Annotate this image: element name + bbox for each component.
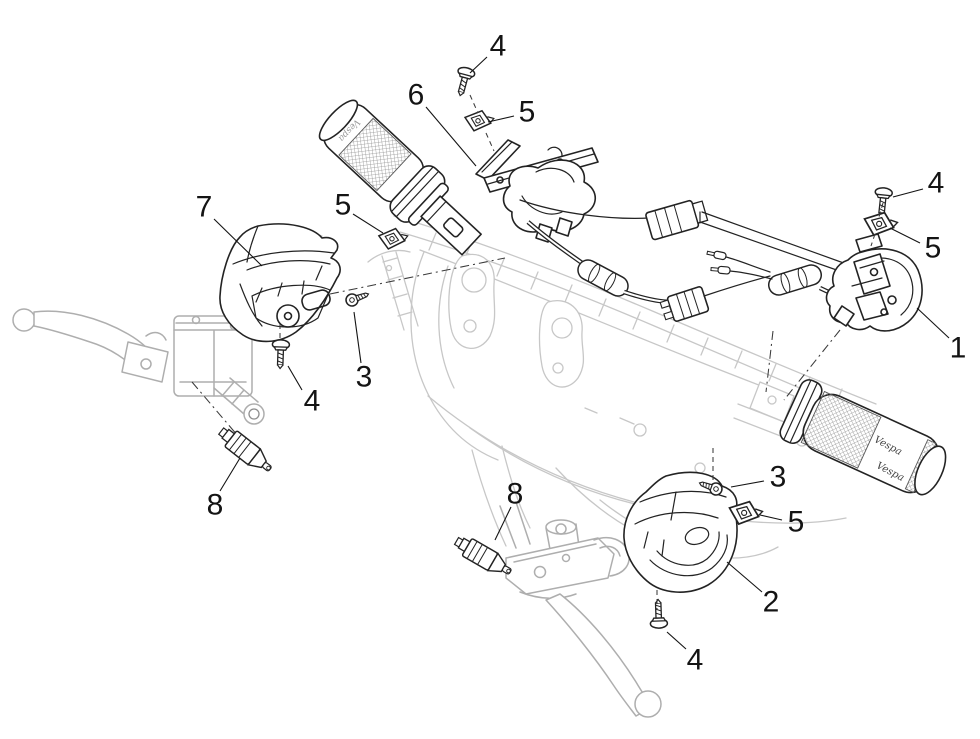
assembly-axis-line — [191, 381, 239, 437]
callout-leader-line — [352, 213, 384, 234]
callout-leader-line — [287, 365, 303, 391]
handlebar-cover-part7 — [219, 223, 341, 343]
cable-sheath — [573, 255, 633, 301]
callout-leader-line — [726, 561, 763, 593]
callout-number: 3 — [356, 361, 373, 394]
grip-knurl-texture — [800, 390, 882, 469]
callout-leader-line — [889, 227, 921, 244]
callout-number: 4 — [928, 167, 945, 200]
wiring-harness — [519, 199, 853, 322]
callout-leader-line — [353, 311, 362, 364]
callout-number: 7 — [196, 191, 213, 224]
callout-leader-line — [666, 631, 687, 650]
callout-number: 1 — [950, 332, 967, 365]
handlebar-cover-part2 — [623, 471, 738, 593]
callout-number: 4 — [304, 385, 321, 418]
callout-leader-line — [487, 115, 515, 123]
switch-cable — [519, 199, 651, 219]
cable-sheath — [765, 261, 825, 299]
light-switch-assembly-part6 — [475, 139, 599, 243]
front-brake-lever-assembly — [12, 308, 265, 437]
rear-brake-lever-assembly — [499, 501, 662, 718]
screw-part4-bottom — [648, 598, 669, 630]
clip-part5-left — [377, 225, 411, 252]
callout-number: 4 — [687, 644, 704, 677]
callout-number: 5 — [788, 506, 805, 539]
callout-leader-line — [892, 188, 924, 198]
screw-part3-left — [343, 287, 372, 309]
throttle-side-switch-assembly-part1 — [825, 233, 923, 332]
callout-number: 8 — [207, 489, 224, 522]
callout-leader-line — [759, 514, 783, 521]
stop-microswitch-left-part8 — [214, 422, 277, 478]
grip-knurl-texture — [338, 117, 412, 192]
callout-number: 4 — [490, 30, 507, 63]
callout-leader-line — [916, 307, 950, 339]
cable-conduit — [699, 211, 853, 275]
left-grip: Vespa — [318, 99, 482, 256]
clip-part5-right — [863, 210, 900, 237]
wire-connector-block — [645, 199, 709, 241]
clip-part5-top — [463, 107, 497, 133]
bullet-wires — [703, 256, 773, 297]
callout-leader-line — [469, 56, 488, 74]
assembly-axis-lines — [279, 94, 884, 610]
bullet-terminal — [710, 265, 731, 275]
callout-number: 6 — [408, 79, 425, 112]
callout-number: 5 — [925, 232, 942, 265]
callout-leader-line — [425, 106, 477, 167]
wire-connector-block-2 — [659, 286, 710, 322]
bullet-terminal — [706, 250, 727, 261]
callout-number: 8 — [507, 478, 524, 511]
screw-part4-left — [270, 338, 291, 370]
callout-number: 5 — [519, 96, 536, 129]
callout-leader-line — [494, 506, 512, 541]
callout-leader-line — [213, 218, 263, 267]
callout-leader-line — [219, 457, 241, 492]
callout-number: 3 — [770, 461, 787, 494]
right-grip: Vespa Vespa — [779, 379, 947, 496]
callout-leader-line — [730, 480, 765, 488]
stop-microswitch-bottom-part8 — [450, 531, 516, 582]
callout-number: 5 — [335, 189, 352, 222]
callout-number: 2 — [763, 586, 780, 619]
